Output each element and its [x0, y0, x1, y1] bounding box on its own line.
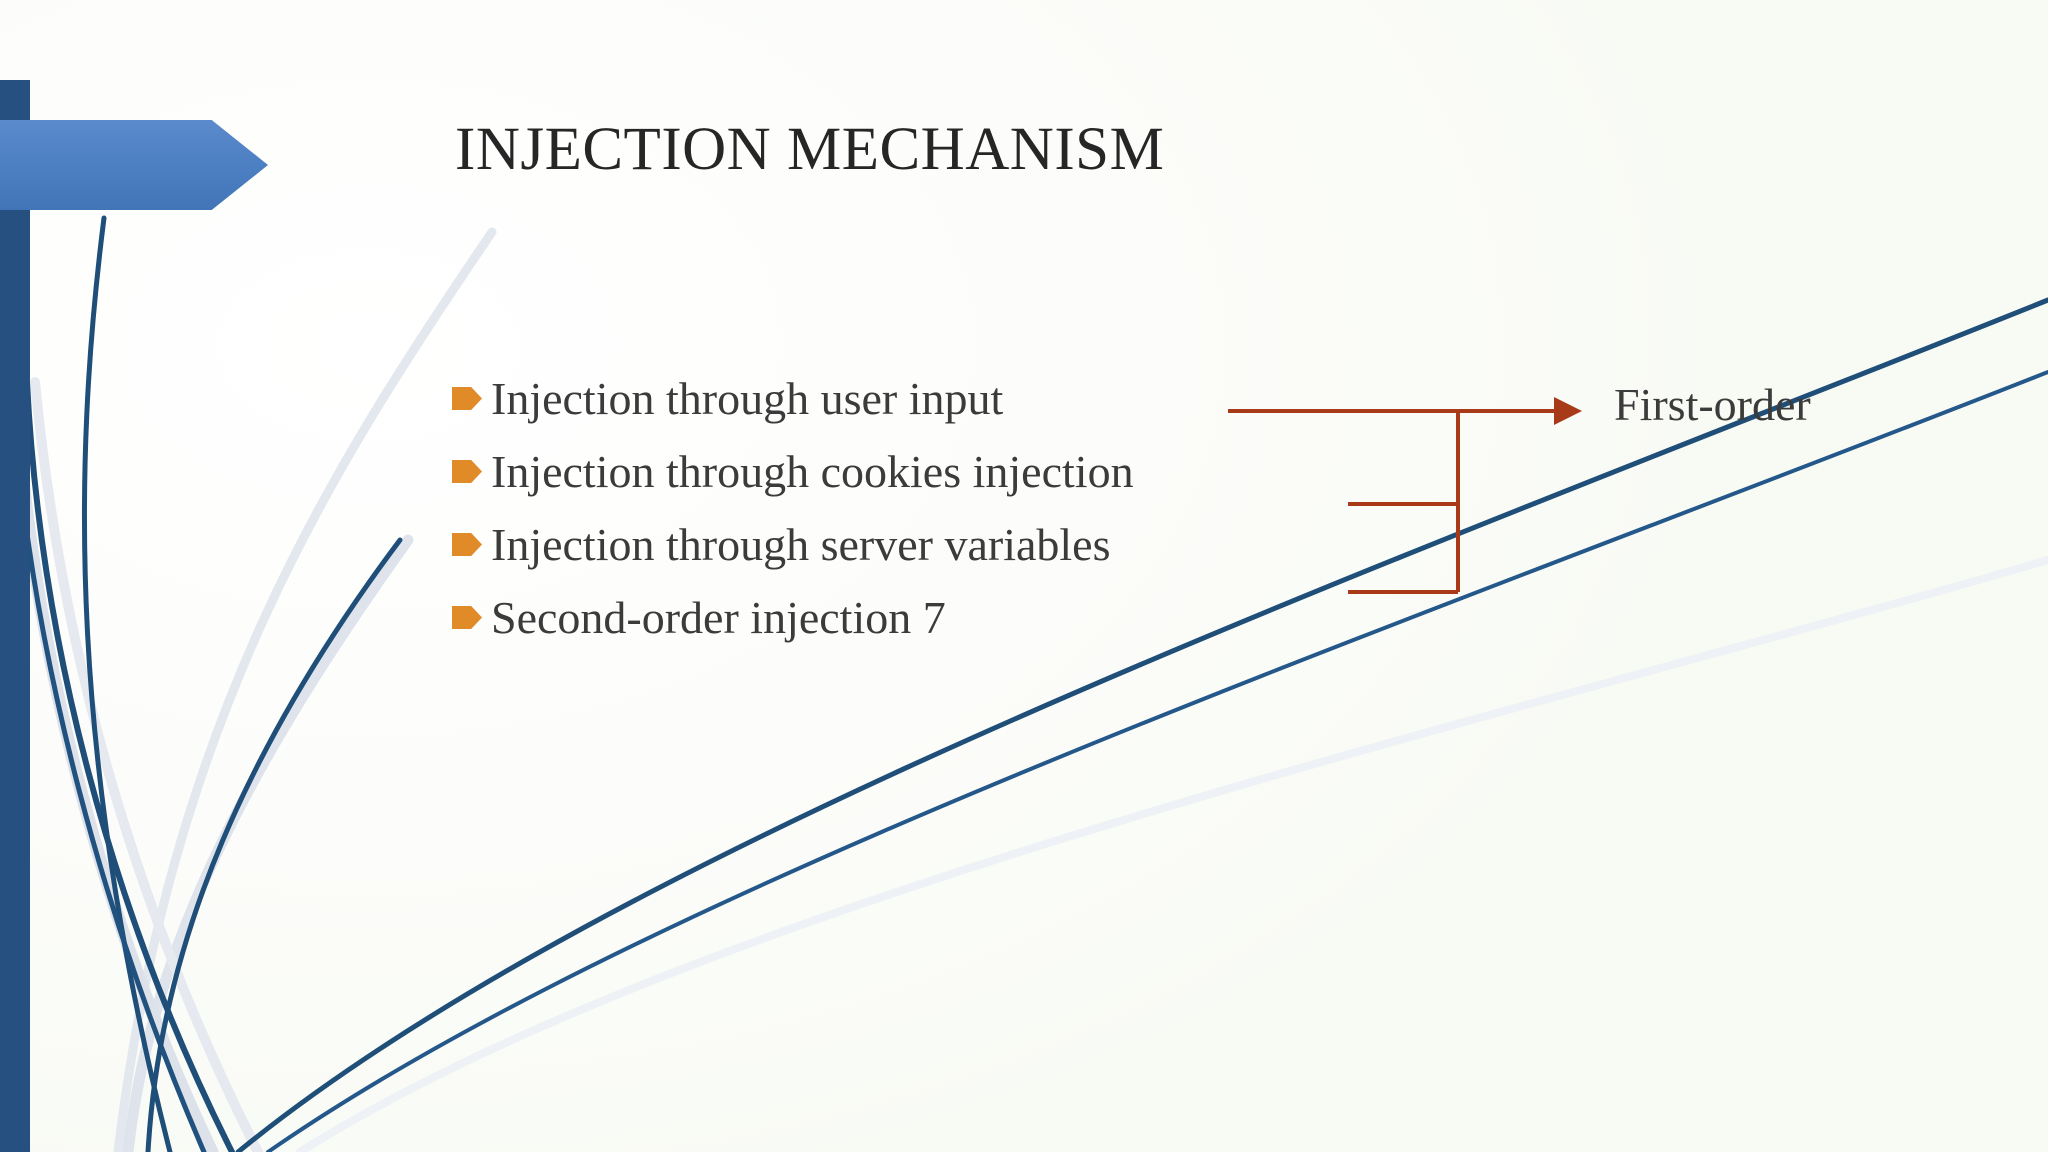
list-item: Second-order injection 7	[452, 591, 1452, 664]
slide-title: INJECTION MECHANISM	[455, 116, 1165, 183]
list-item: Injection through cookies injection	[452, 445, 1452, 518]
bullet-text: Injection through server variables	[491, 519, 1111, 570]
list-item: Injection through server variables	[452, 518, 1452, 591]
list-item: Injection through user input	[452, 372, 1452, 445]
arrow-bullet-icon	[452, 387, 482, 410]
title-banner-chevron	[0, 120, 268, 210]
bullet-text: Injection through user input	[491, 373, 1004, 424]
arrow-bullet-icon	[452, 460, 482, 483]
callout-label: First-order	[1614, 379, 1811, 430]
bullet-text: Second-order injection 7	[491, 592, 946, 643]
bullet-list: Injection through user input Injection t…	[452, 372, 1452, 664]
arrow-bullet-icon	[452, 606, 482, 629]
left-accent-bar	[0, 80, 30, 1152]
banner-shape	[0, 120, 268, 210]
bullet-text: Injection through cookies injection	[491, 446, 1134, 497]
arrow-bullet-icon	[452, 533, 482, 556]
